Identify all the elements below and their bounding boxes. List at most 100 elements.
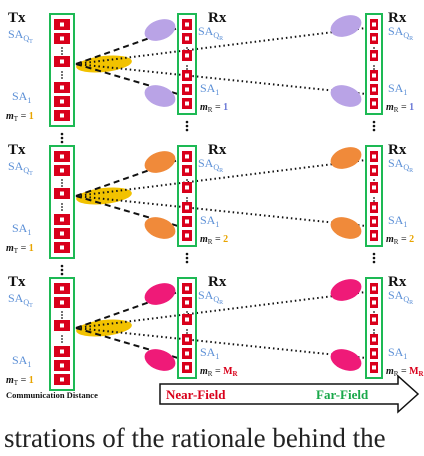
rx-near-sa-bottom-label: SA1 [200,345,219,361]
figure-caption-fragment: strations of the rationale behind the [4,423,386,453]
row-continuation-dot [372,252,376,256]
rx-far-array [365,145,383,247]
array-frame [365,145,383,247]
rx-near-array [177,145,197,247]
antenna-element-core [185,205,189,210]
rx-far-sa-top-label: SAQR [388,288,413,306]
rx-far-beam [330,217,362,239]
far-dotted-ray [75,27,367,65]
rx-near-beam [144,283,176,305]
rx-far-label: Rx [388,10,407,26]
row-continuation-dot [60,132,64,136]
rx-far-sa-top-label: SAQR [388,24,413,42]
antenna-element-core [372,36,376,41]
row-continuation-dot [372,260,376,264]
row-continuation-dot [372,256,376,260]
row-continuation-dot [185,128,189,132]
rx-near-sa-bottom-label: SA1 [200,213,219,229]
antenna-element-core [60,300,64,305]
communication-distance-label: Communication Distance [6,390,98,400]
antenna-element-core [372,53,376,58]
row-continuation-dot [185,256,189,260]
ellipsis-dot [186,68,188,70]
antenna-element-core [372,185,376,190]
tx-label: Tx [8,142,26,158]
antenna-element-core [372,22,376,27]
array-frame [49,13,75,127]
antenna-element-core [372,73,376,78]
antenna-element-core [60,349,64,354]
ellipsis-dot [61,185,63,187]
ellipsis-dot [61,50,63,52]
rx-near-beam [144,349,176,371]
ellipsis-dot [61,341,63,343]
rx-near-sa-top-label: SAQR [198,156,223,174]
ellipsis-dot [61,203,63,205]
antenna-element-core [185,300,189,305]
row-continuation-dot [60,136,64,140]
rx-near-beam [144,151,176,173]
ellipsis-dot [61,53,63,55]
antenna-element-core [372,300,376,305]
antenna-element-core [372,337,376,342]
antenna-element-core [60,154,64,159]
antenna-element-core [185,73,189,78]
ellipsis-dot [61,47,63,49]
antenna-element-core [185,337,189,342]
antenna-element-core [372,205,376,210]
rx-far-array [365,277,383,379]
row-continuation-dot [372,124,376,128]
row-continuation-dot [185,124,189,128]
rx-far-label: Rx [388,142,407,158]
row-continuation-dot [60,140,64,144]
antenna-element-core [372,233,376,238]
ellipsis-dot [373,200,375,202]
antenna-element-core [60,113,64,118]
rx-near-m-label: mR = MR [200,366,239,378]
rx-near-label: Rx [208,10,227,26]
rx-near-array [177,13,197,115]
far-dotted-ray [75,159,367,197]
antenna-element-core [60,377,64,382]
rx-near-beam [144,85,176,107]
rx-near-m-label: mR = 2 [200,234,228,246]
ellipsis-dot [373,311,375,313]
antenna-element-core [185,219,189,224]
rx-far-m-label: mR = 1 [386,102,414,114]
tx-sa-top-label: SAQT [8,291,33,309]
tx-sa-top-label: SAQT [8,159,33,177]
ellipsis-dot [186,311,188,313]
antenna-element-core [372,168,376,173]
array-frame [177,145,197,247]
rx-near-beam [144,217,176,239]
row-continuation-dot [60,272,64,276]
antenna-element-core [185,351,189,356]
ellipsis-dot [61,314,63,316]
antenna-element-core [60,323,64,328]
rx-far-sa-bottom-label: SA1 [388,345,407,361]
tx-m-label: mT = 1 [6,111,34,123]
ellipsis-dot [61,179,63,181]
ellipsis-dot [61,71,63,73]
antenna-element-core [372,219,376,224]
antenna-element-core [60,217,64,222]
row-continuation-dot [185,252,189,256]
ellipsis-dot [61,206,63,208]
rx-far-sa-top-label: SAQR [388,156,413,174]
row-continuation-dot [185,120,189,124]
ellipsis-dot [61,317,63,319]
ellipsis-dot [373,47,375,49]
tx-beam [76,187,132,205]
rx-far-label: Rx [388,274,407,290]
row-continuation-dot [372,128,376,132]
antenna-element-core [185,36,189,41]
ellipsis-dot [61,311,63,313]
row-continuation-dot [60,268,64,272]
array-frame [177,13,197,115]
rx-near-label: Rx [208,274,227,290]
ellipsis-dot [373,68,375,70]
antenna-element-core [60,363,64,368]
rx-near-sa-bottom-label: SA1 [200,81,219,97]
